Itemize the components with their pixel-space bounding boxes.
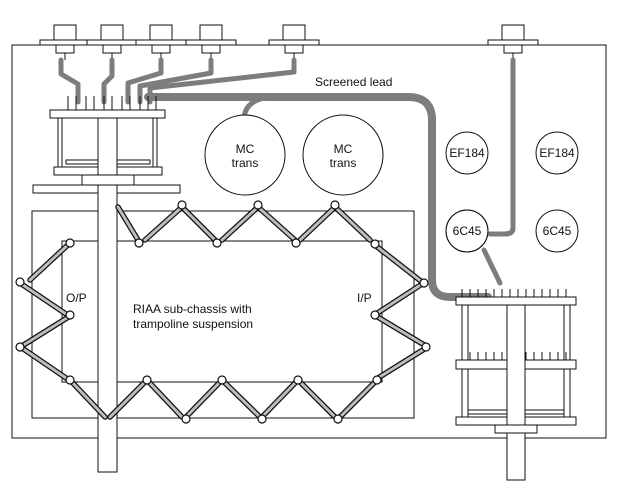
6c45-label-1: 6C45	[453, 224, 482, 238]
riaa-label-line1: RIAA sub-chassis with	[133, 302, 252, 316]
riaa-label-line2: trampoline suspension	[133, 317, 253, 331]
output-connector	[487, 24, 539, 60]
6c45-label-2: 6C45	[543, 224, 572, 238]
spring	[183, 377, 225, 420]
input-connector-4	[185, 24, 237, 60]
mc-trans-1-label-line1: MC	[236, 142, 255, 156]
spring	[259, 377, 301, 420]
spring	[107, 377, 150, 420]
spring	[332, 204, 373, 243]
input-connector-3	[135, 24, 187, 60]
spring	[144, 377, 185, 420]
spring	[115, 204, 141, 243]
ef184-valve-1	[445, 131, 489, 175]
lower-switch-shaft	[506, 304, 526, 481]
mc-transformer-1	[204, 114, 286, 196]
spring	[255, 204, 298, 243]
spring	[337, 377, 380, 420]
input-label: I/P	[357, 291, 372, 305]
mc-trans-2-label-line2: trans	[330, 156, 357, 170]
input-connector-1	[39, 24, 91, 60]
spring	[219, 377, 263, 420]
spring	[19, 313, 73, 349]
ef184-label-2: EF184	[539, 146, 575, 160]
6c45-valve-2	[535, 209, 579, 253]
spring	[373, 313, 429, 349]
output-lead	[492, 57, 516, 237]
spring	[179, 204, 218, 243]
output-label: O/P	[66, 291, 87, 305]
ef184-label-1: EF184	[449, 146, 485, 160]
ef184-valve-2	[535, 131, 579, 175]
screened-lead-label: Screened lead	[315, 75, 392, 89]
spring-hooks	[15, 200, 431, 424]
spring	[17, 280, 69, 317]
lead-2	[101, 57, 115, 105]
spring	[373, 281, 425, 317]
spring	[297, 204, 338, 243]
lead-4	[137, 57, 214, 105]
spring	[373, 243, 425, 285]
spring	[27, 240, 73, 283]
screened-lead	[144, 93, 492, 301]
spring	[142, 204, 185, 243]
input-connector-5	[268, 24, 320, 60]
trampoline-springs	[17, 204, 429, 420]
sub-chassis-frame	[31, 210, 415, 419]
spring	[219, 204, 261, 243]
lead-1	[58, 57, 81, 105]
mc-trans-1-label-line2: trans	[232, 156, 259, 170]
spring	[67, 377, 108, 420]
lead-3	[125, 57, 164, 105]
upper-switch-shaft	[97, 117, 118, 473]
mc-trans-2-label-line1: MC	[334, 142, 353, 156]
valve-to-switch-lead	[481, 247, 503, 286]
spring	[375, 345, 429, 381]
input-connector-2	[86, 24, 138, 60]
mc-transformer-2	[302, 114, 384, 196]
spring	[295, 377, 338, 420]
spring	[19, 345, 69, 381]
